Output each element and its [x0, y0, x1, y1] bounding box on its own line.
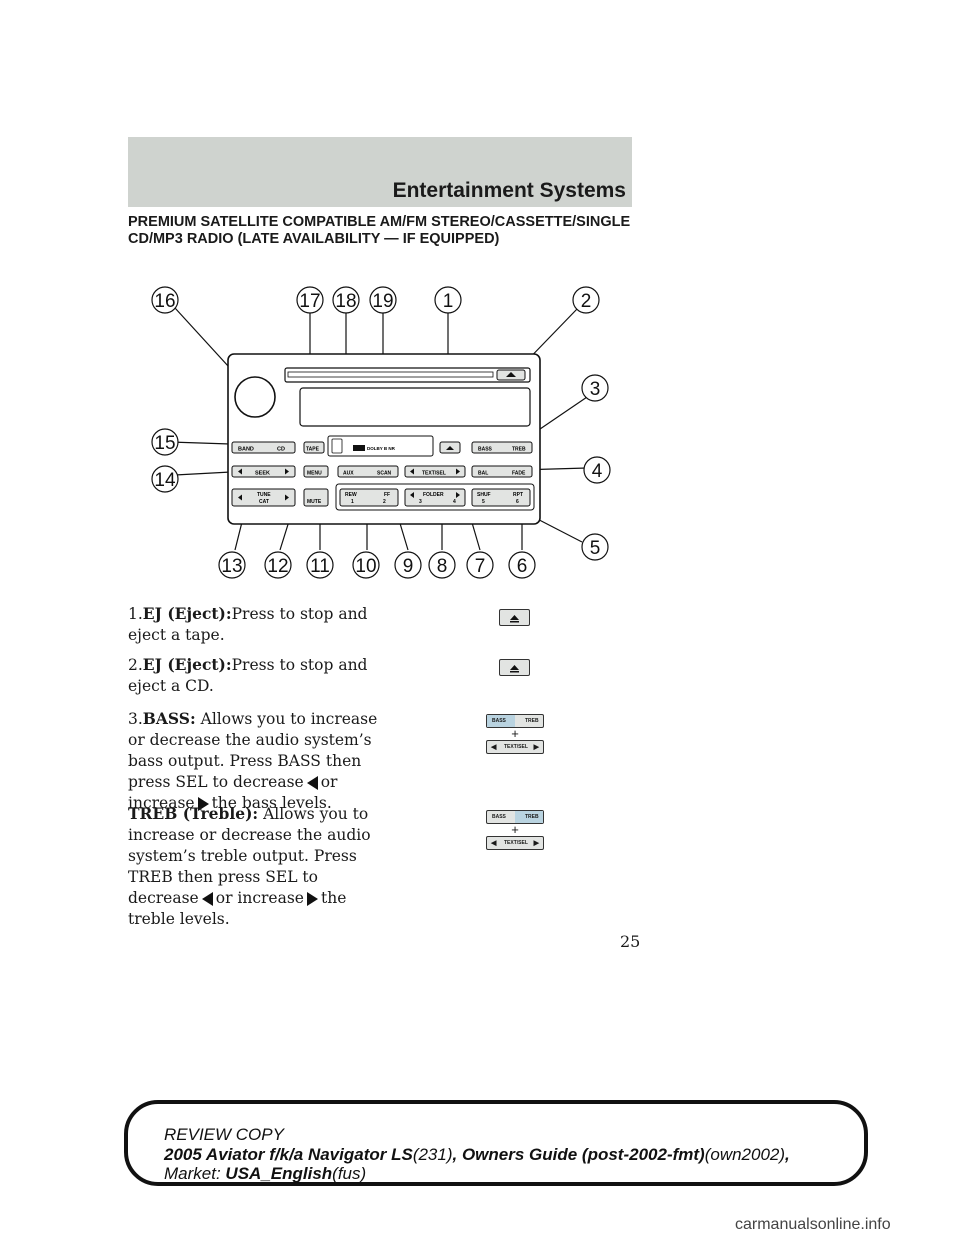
- callout-9: 9: [403, 556, 414, 577]
- callout-19: 19: [372, 291, 393, 312]
- item-eject-cd: 2.EJ (Eject):Press to stop and eject a C…: [128, 654, 393, 697]
- tune-label: TUNE: [257, 492, 271, 498]
- callout-14: 14: [154, 470, 176, 491]
- item-label: BASS:: [142, 709, 196, 728]
- item-number: 3.: [128, 710, 143, 728]
- callout-5: 5: [590, 538, 601, 559]
- item-text: the treble levels.: [128, 889, 347, 928]
- increase-arrow-icon: [197, 797, 209, 811]
- watermark: carmanualsonline.info: [735, 1216, 891, 1233]
- item-label: EJ (Eject):: [142, 604, 232, 623]
- callout-7: 7: [475, 556, 486, 577]
- callout-13: 13: [221, 556, 242, 577]
- fade-label: FADE: [512, 471, 526, 477]
- scan-label: SCAN: [377, 471, 392, 477]
- callout-11: 11: [310, 556, 330, 577]
- section-title: PREMIUM SATELLITE COMPATIBLE AM/FM STERE…: [128, 214, 631, 247]
- radio-diagram: BAND CD TAPE DOLBY B NR BASS TREB SEEK M…: [151, 286, 611, 579]
- folder-label: FOLDER: [423, 492, 444, 498]
- tape-eject-icon: [499, 609, 530, 626]
- item-text: or increase: [128, 773, 338, 812]
- item-number: 1.: [128, 605, 143, 623]
- rpt-label: RPT: [513, 492, 523, 498]
- callout-1: 1: [443, 291, 454, 312]
- decrease-arrow-icon: [306, 776, 318, 790]
- bass-label: BASS: [478, 447, 493, 453]
- item-bass: 3.BASS: Allows you to increase or decrea…: [128, 708, 393, 814]
- treb-label: TREB: [512, 447, 526, 453]
- cd-label: CD: [277, 447, 285, 453]
- page-number: 25: [620, 932, 641, 951]
- aux-label: AUX: [343, 471, 354, 477]
- item-text: Allows you to increase or decrease the a…: [128, 805, 371, 907]
- preset-5-label: 5: [482, 499, 485, 505]
- callout-17: 17: [299, 291, 320, 312]
- text-sel-button: ◀ TEXT/SEL ▶: [486, 740, 544, 754]
- ff-label: FF: [384, 492, 390, 498]
- callout-8: 8: [437, 556, 448, 577]
- bal-label: BAL: [478, 471, 488, 477]
- treb-sel-diagram: BASS TREB + ◀ TEXT/SEL ▶: [486, 810, 544, 850]
- cat-label: CAT: [259, 499, 269, 505]
- item-number: 2.: [128, 656, 143, 674]
- item-text: Press to stop and eject a tape.: [128, 605, 368, 644]
- menu-label: MENU: [307, 471, 322, 477]
- review-footer-box: [124, 1100, 868, 1186]
- decrease-arrow-icon: [201, 892, 213, 906]
- preset-1-label: 1: [351, 499, 354, 505]
- item-text: the bass levels.: [211, 794, 332, 812]
- mute-label: MUTE: [307, 499, 322, 505]
- item-label: TREB (Treble):: [128, 804, 259, 823]
- preset-2-label: 2: [383, 499, 386, 505]
- callout-10: 10: [355, 556, 376, 577]
- footer-line-1: REVIEW COPY: [164, 1125, 284, 1144]
- item-text: Press to stop and eject a CD.: [128, 656, 368, 695]
- text-sel-label: TEXT/SEL: [422, 471, 446, 477]
- item-text: Allows you to increase or decrease the a…: [128, 710, 378, 791]
- page-header-title: Entertainment Systems: [392, 179, 626, 202]
- item-eject-tape: 1.EJ (Eject):Press to stop and eject a t…: [128, 603, 393, 646]
- bass-treb-button: BASS TREB: [486, 810, 544, 824]
- tape-label: TAPE: [306, 447, 320, 453]
- footer-line-3: Market: USA_English(fus): [164, 1164, 367, 1183]
- dolby-label: DOLBY B NR: [367, 446, 396, 451]
- preset-6-label: 6: [516, 499, 519, 505]
- shuf-label: SHUF: [477, 492, 491, 498]
- cd-eject-icon: [499, 659, 530, 676]
- seek-label: SEEK: [255, 471, 270, 477]
- callout-6: 6: [517, 556, 528, 577]
- item-treble: TREB (Treble): Allows you to increase or…: [128, 803, 393, 930]
- callout-18: 18: [335, 291, 356, 312]
- display: [299, 387, 531, 427]
- header-band: Entertainment Systems: [128, 137, 632, 207]
- item-text: or increase: [215, 889, 304, 907]
- callout-15: 15: [154, 433, 175, 454]
- bass-treb-diagram: BASS TREB + ◀ TEXT/SEL ▶: [486, 714, 544, 754]
- preset-4-label: 4: [453, 499, 456, 505]
- rew-label: REW: [345, 492, 357, 498]
- volume-knob: [234, 376, 276, 418]
- footer-line-2: 2005 Aviator f/k/a Navigator LS(231), Ow…: [164, 1145, 790, 1164]
- callout-3: 3: [590, 379, 601, 400]
- text-sel-button: ◀ TEXT/SEL ▶: [486, 836, 544, 850]
- callout-16: 16: [154, 291, 175, 312]
- bass-treb-button: BASS TREB: [486, 714, 544, 728]
- band-label: BAND: [238, 447, 254, 453]
- callout-4: 4: [592, 461, 603, 482]
- preset-3-label: 3: [419, 499, 422, 505]
- callout-12: 12: [267, 556, 288, 577]
- increase-arrow-icon: [306, 892, 318, 906]
- callout-2: 2: [581, 291, 592, 312]
- item-label: EJ (Eject):: [142, 655, 232, 674]
